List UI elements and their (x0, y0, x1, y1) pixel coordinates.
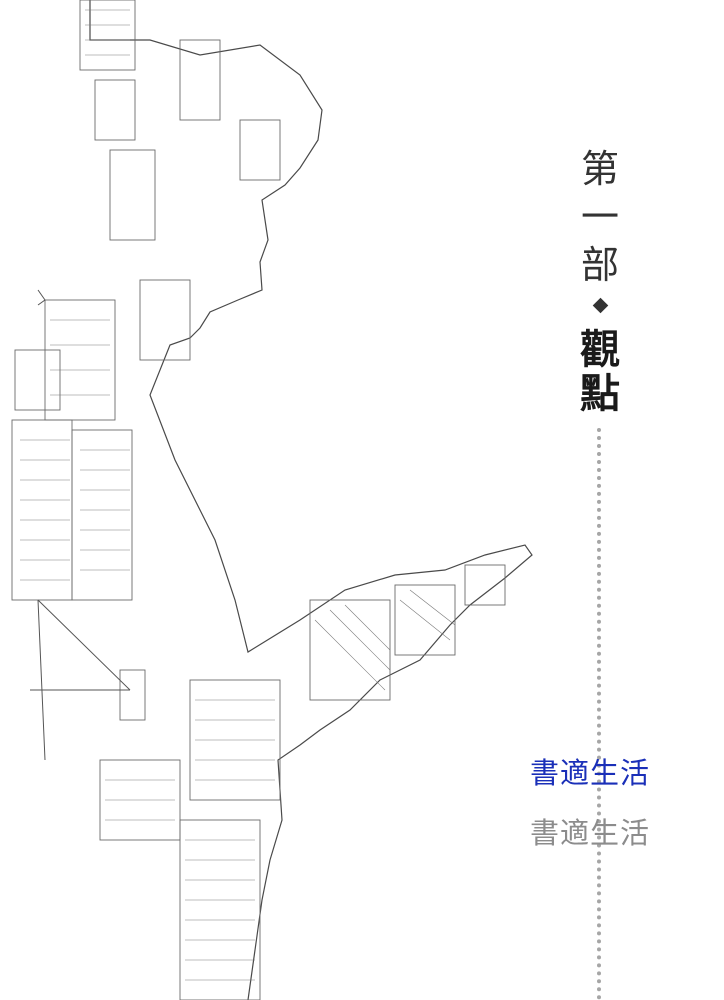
brand-name-primary: 書適生活 (530, 756, 651, 790)
brand-name-secondary: 書適生活 (530, 816, 651, 850)
title-char-1: 觀 (580, 326, 620, 373)
part-char-3: 部 (580, 243, 619, 287)
city-silhouette-illustration (11, 0, 533, 1000)
diamond-icon (592, 297, 608, 314)
dotted-divider (597, 428, 601, 1000)
title-char-2: 點 (580, 370, 620, 417)
part-char-1: 第 (580, 147, 619, 191)
part-char-2: 一 (580, 195, 619, 239)
part-heading: 第 一 部 觀 點 (578, 150, 622, 417)
